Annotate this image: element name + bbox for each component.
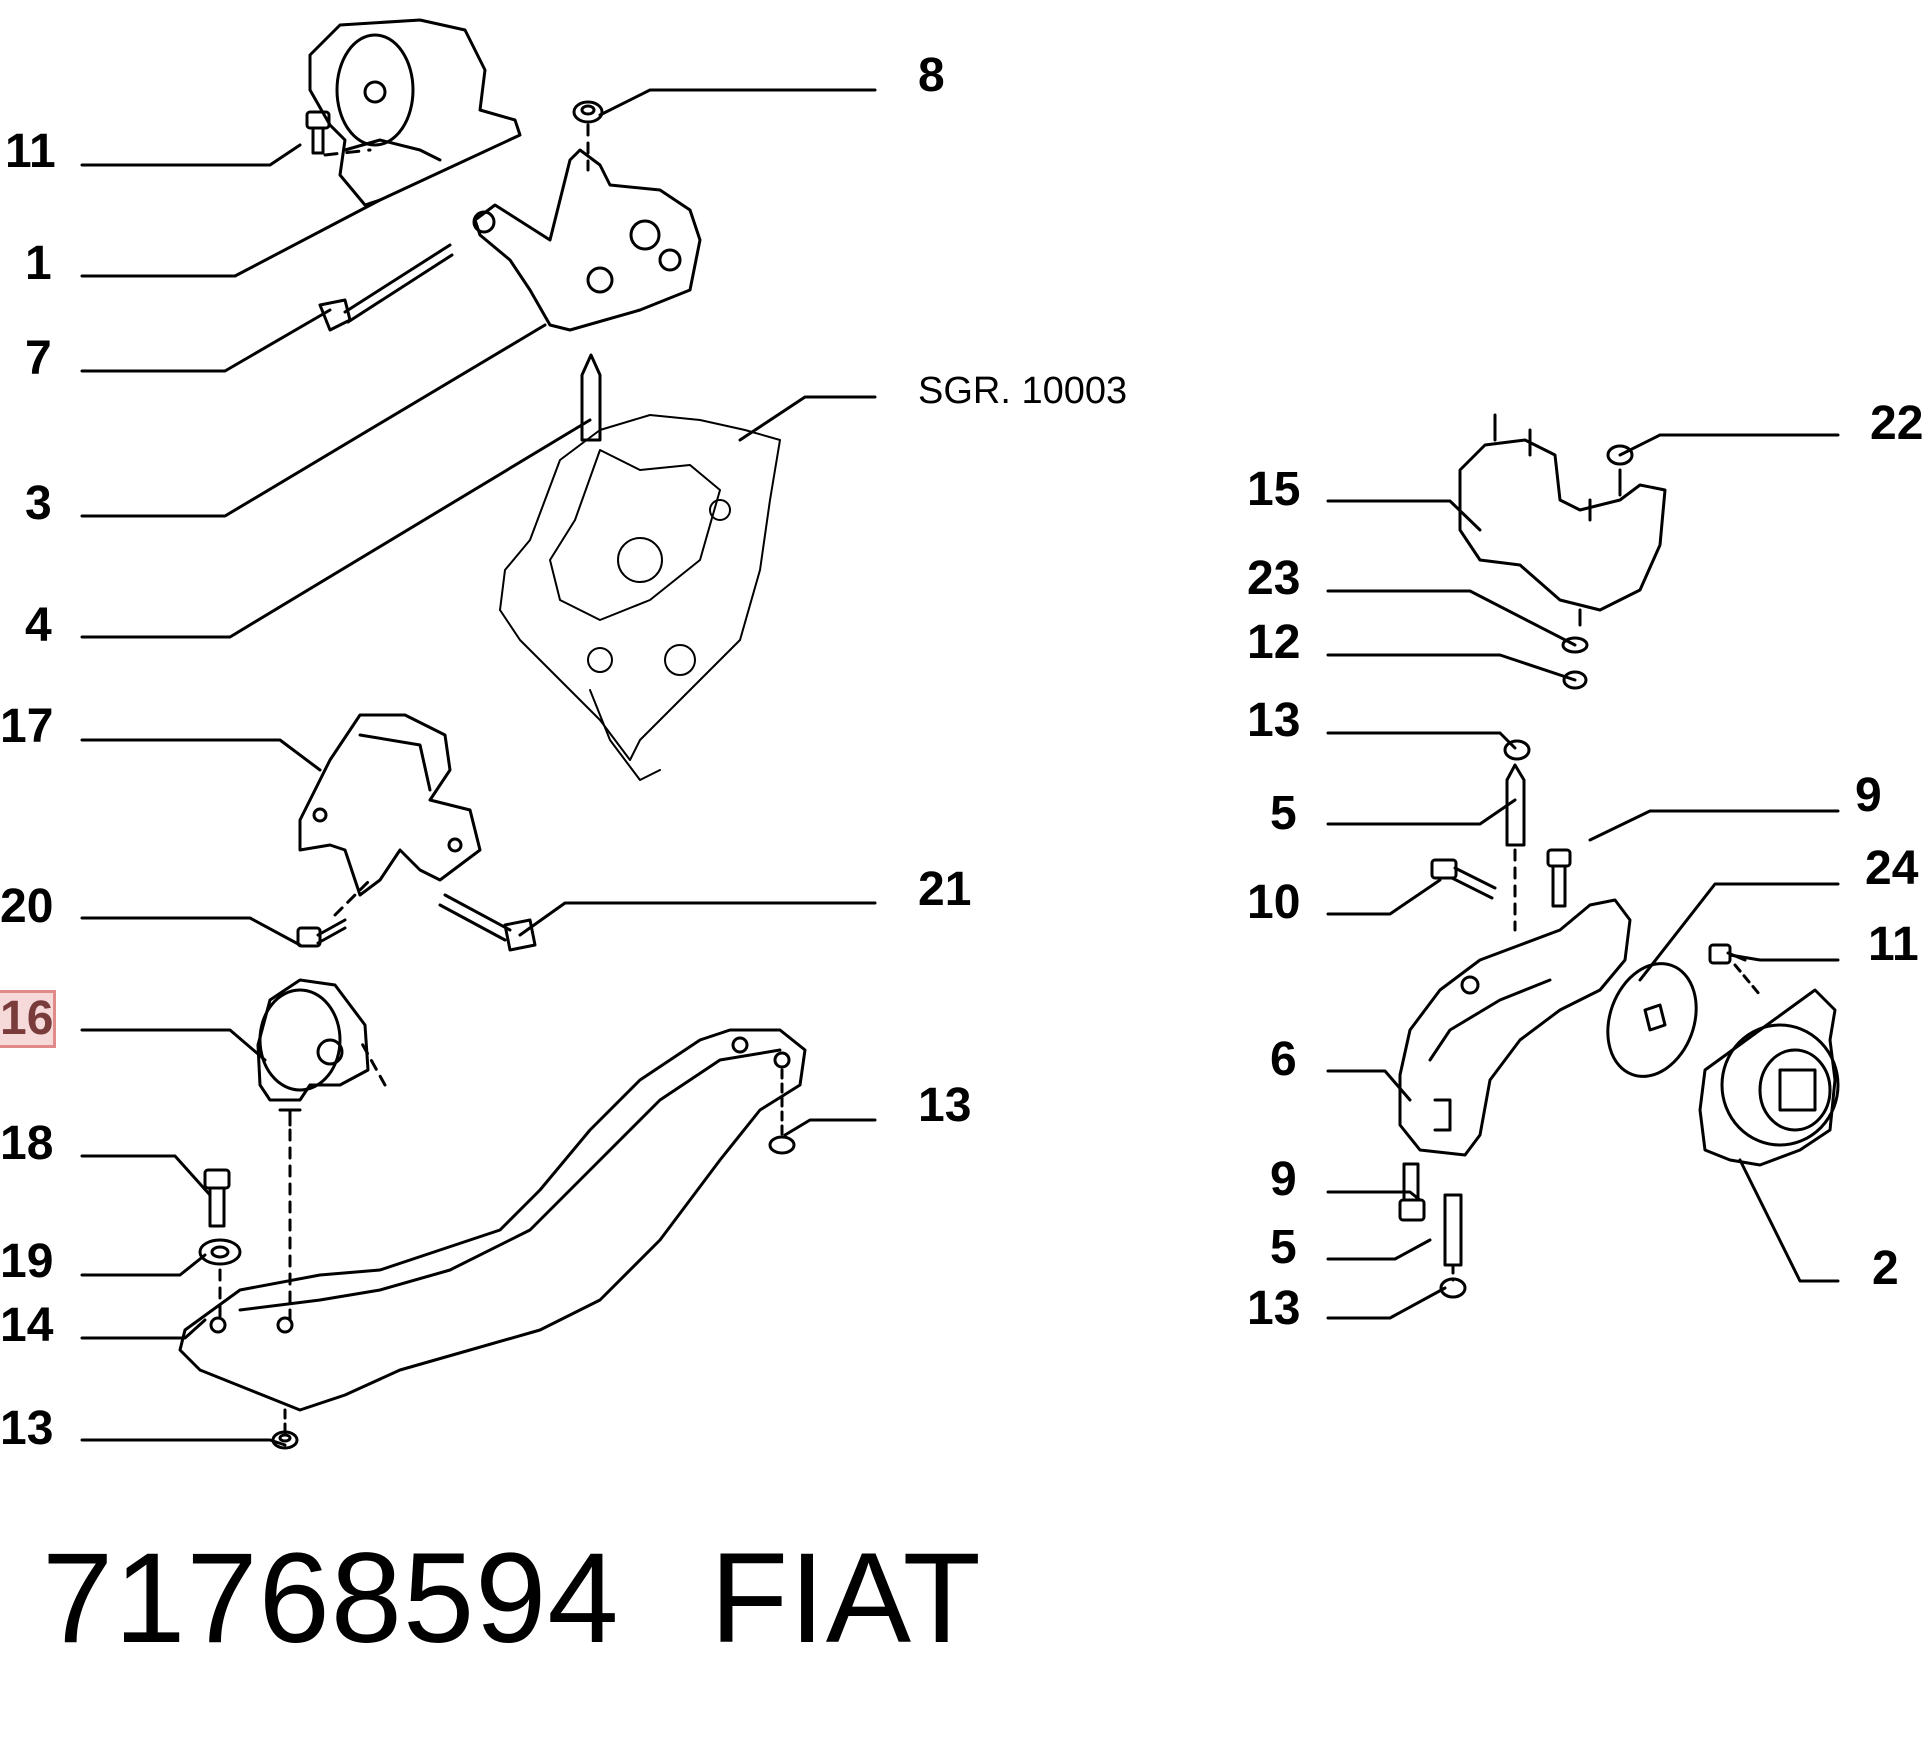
callout-18: 18 — [0, 1117, 54, 1170]
nut-13-right-bottom — [1439, 1277, 1467, 1299]
nut-8 — [572, 100, 604, 172]
bolt-9-bottom — [1398, 1162, 1426, 1222]
callout-11-right: 11 — [1868, 918, 1919, 971]
mount-2 — [1698, 988, 1840, 1167]
callout-13-right-bottom: 13 — [1247, 1282, 1301, 1335]
callout-4: 4 — [25, 599, 52, 652]
callout-19: 19 — [0, 1235, 54, 1288]
bolt-9-top — [1546, 848, 1572, 908]
callout-12: 12 — [1247, 616, 1301, 669]
stud-4 — [580, 353, 602, 442]
disc-24 — [1606, 962, 1698, 1078]
nut-12 — [1562, 670, 1588, 690]
bolt-7 — [318, 243, 454, 332]
gearbox-housing — [499, 414, 781, 781]
bolt-10 — [1430, 858, 1497, 900]
callout-9-top: 9 — [1855, 769, 1882, 822]
callout-7: 7 — [25, 332, 52, 385]
callout-8: 8 — [918, 49, 945, 102]
callout-3: 3 — [25, 477, 52, 530]
callout-5-top: 5 — [1270, 787, 1297, 840]
callout-15: 15 — [1247, 463, 1301, 516]
mount-15 — [1458, 413, 1667, 627]
callout-10: 10 — [1247, 876, 1301, 929]
callout-22: 22 — [1870, 397, 1924, 450]
washer-23 — [1561, 636, 1589, 654]
stud-5-bottom — [1443, 1193, 1463, 1282]
mount-17 — [298, 713, 482, 897]
brand-name: FIAT — [710, 1527, 982, 1670]
leader-lines-right — [1326, 433, 1840, 1320]
reference-sgr: SGR. 10003 — [918, 370, 1128, 412]
bolt-21 — [438, 893, 537, 952]
callout-16-highlighted[interactable]: 16 — [0, 990, 57, 1048]
callout-21: 21 — [918, 863, 972, 916]
callout-6: 6 — [1270, 1033, 1297, 1086]
nut-13-left-bottom — [271, 1408, 299, 1450]
callout-1: 1 — [25, 237, 52, 290]
nut-13-right-top — [1503, 739, 1531, 761]
callout-24: 24 — [1865, 842, 1919, 895]
bracket-3 — [472, 148, 702, 332]
callout-23: 23 — [1247, 552, 1301, 605]
engine-mount-top — [308, 18, 522, 207]
callout-13-crossmember: 13 — [918, 1079, 972, 1132]
callout-2: 2 — [1872, 1242, 1899, 1295]
nut-13-crossmember-right — [768, 1068, 796, 1155]
callout-13-left: 13 — [0, 1402, 54, 1455]
washer-19 — [198, 1128, 292, 1322]
stud-5-top — [1505, 763, 1526, 932]
callout-5-bottom: 5 — [1270, 1221, 1297, 1274]
callout-11: 11 — [5, 125, 56, 178]
callout-17: 17 — [0, 700, 54, 753]
leader-lines-left — [80, 88, 877, 1447]
part-number: 71768594 — [42, 1527, 620, 1670]
nut-22 — [1606, 444, 1634, 466]
crossmember-14 — [178, 1028, 807, 1412]
bolt-18 — [203, 1168, 231, 1228]
callout-14: 14 — [0, 1299, 54, 1352]
bolt-20 — [296, 878, 372, 948]
bracket-6 — [1398, 898, 1632, 1157]
callout-20: 20 — [0, 880, 54, 933]
callout-9-bottom: 9 — [1270, 1153, 1297, 1206]
callout-13-right-top: 13 — [1247, 694, 1301, 747]
bolt-11-right — [1708, 943, 1762, 997]
bolt-11-top — [305, 110, 331, 155]
mount-16 — [256, 978, 387, 1127]
